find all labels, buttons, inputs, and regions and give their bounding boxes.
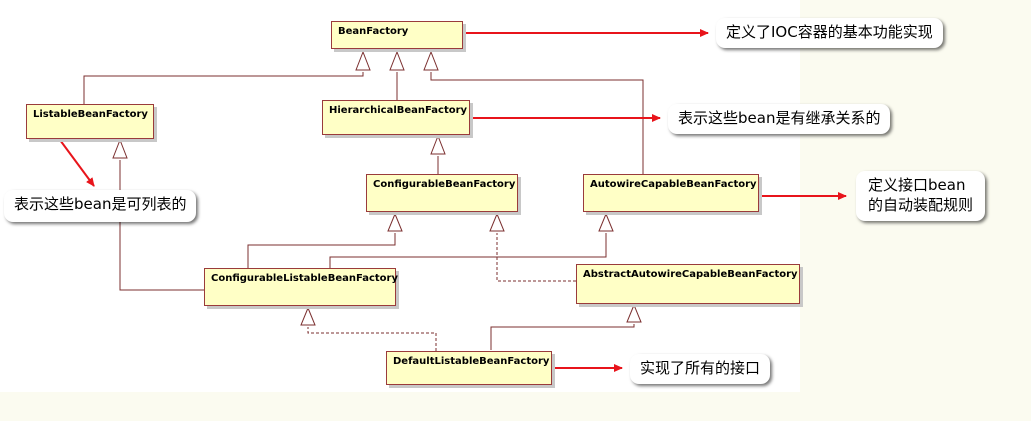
class-abstract-autowire-capable-bean-factory[interactable]: AbstractAutowireCapableBeanFactory bbox=[576, 264, 800, 304]
edge-abstract-to-configurable bbox=[496, 233, 576, 282]
note-autowire: 定义接口bean 的自动装配规则 bbox=[856, 171, 986, 221]
triangle-cl bbox=[300, 306, 316, 326]
edge-default-to-cl bbox=[307, 327, 437, 351]
triangle-configurable-left bbox=[387, 212, 403, 232]
edge-cl-to-autowire bbox=[329, 233, 607, 268]
note-autowire-line1: 定义接口bean bbox=[868, 176, 966, 194]
red-arrow-listable bbox=[59, 139, 95, 187]
triangle-beanfactory-right bbox=[423, 50, 439, 71]
triangle-autowire bbox=[598, 212, 614, 232]
note-default: 实现了所有的接口 bbox=[630, 354, 771, 384]
triangle-configurable-right bbox=[489, 212, 505, 232]
triangle-abstract bbox=[626, 303, 642, 323]
class-bean-factory[interactable]: BeanFactory bbox=[331, 21, 463, 49]
class-listable-bean-factory[interactable]: ListableBeanFactory bbox=[26, 104, 154, 139]
edge-default-to-abstract bbox=[490, 324, 635, 350]
class-autowire-capable-bean-factory[interactable]: AutowireCapableBeanFactory bbox=[583, 174, 759, 212]
triangle-beanfactory-left bbox=[355, 50, 371, 71]
class-configurable-bean-factory[interactable]: ConfigurableBeanFactory bbox=[366, 174, 518, 212]
triangle-listable bbox=[112, 138, 128, 159]
edge-autowire-to-beanfactory bbox=[430, 72, 644, 174]
note-listable: 表示这些bean是可列表的 bbox=[4, 190, 197, 222]
edge-listable-to-beanfactory bbox=[83, 72, 364, 104]
edge-cl-to-listable bbox=[119, 160, 205, 291]
note-hierarchical: 表示这些bean是有继承关系的 bbox=[668, 104, 891, 134]
class-configurable-listable-bean-factory[interactable]: ConfigurableListableBeanFactory bbox=[204, 268, 398, 306]
edge-cl-to-configurable bbox=[247, 233, 396, 268]
triangle-hierarchical bbox=[430, 134, 446, 155]
triangle-beanfactory-mid bbox=[389, 50, 405, 71]
class-hierarchical-bean-factory[interactable]: HierarchicalBeanFactory bbox=[322, 100, 470, 135]
class-default-listable-bean-factory[interactable]: DefaultListableBeanFactory bbox=[386, 351, 552, 385]
note-bean-factory: 定义了IOC容器的基本功能实现 bbox=[716, 18, 943, 48]
note-autowire-line2: 的自动装配规则 bbox=[868, 196, 974, 214]
